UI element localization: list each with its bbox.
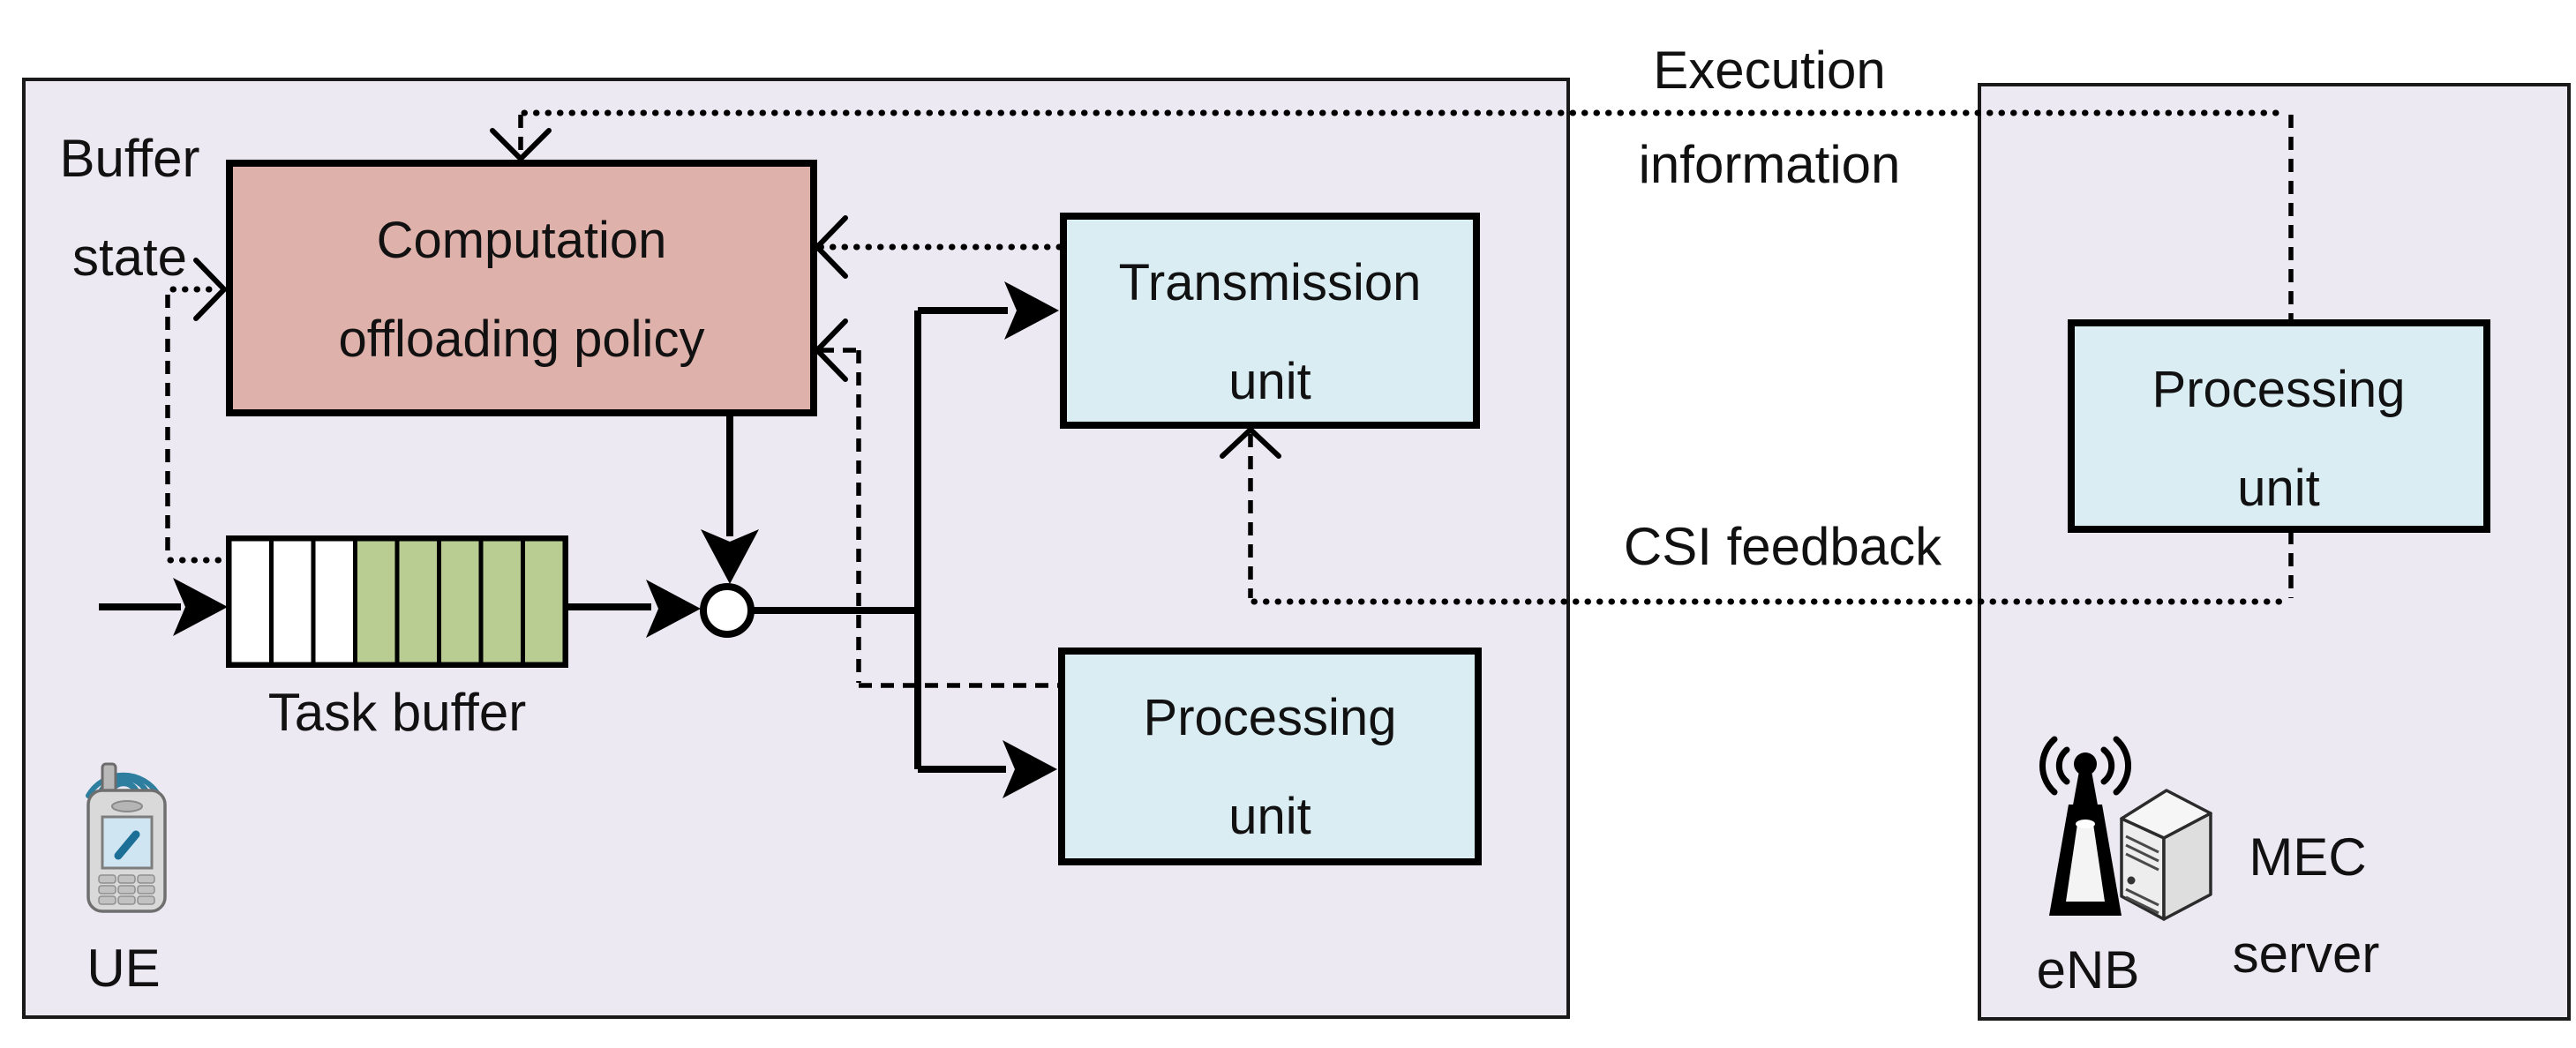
phone-handset-glyph-icon xyxy=(114,830,140,860)
task-buffer-cell xyxy=(227,536,274,667)
task-buffer xyxy=(226,535,568,668)
csi-feedback-label: CSI feedback xyxy=(1624,517,1942,576)
ue-label: UE xyxy=(86,939,160,998)
mec-server-label-line1: MEC xyxy=(2249,827,2366,887)
enb-antenna-icon xyxy=(2039,736,2131,916)
branch-to-processing-arrow-icon xyxy=(1003,740,1057,798)
task-buffer-cell xyxy=(353,536,400,667)
junction-node xyxy=(700,583,755,638)
ue-phone-icon xyxy=(86,762,167,913)
mec-server-label-line2: server xyxy=(2233,924,2380,984)
policy-to-junction-arrow-icon xyxy=(701,529,759,584)
buffer-state-arrow-icon xyxy=(193,258,227,321)
buffer-state-label-line2: state xyxy=(72,228,187,287)
server-vents-top xyxy=(2125,835,2159,872)
ue-processing-label-line2: unit xyxy=(1228,788,1311,845)
enb-cone-highlight xyxy=(2076,820,2095,828)
execution-arrow-icon xyxy=(490,128,552,161)
task-buffer-cell xyxy=(311,536,357,667)
offloading-policy-box xyxy=(226,160,817,416)
task-buffer-cell xyxy=(478,536,525,667)
transmission-label-line1: Transmission xyxy=(1119,254,1422,311)
task-buffer-cell xyxy=(269,536,316,667)
mec-processing-unit-box xyxy=(2068,319,2490,533)
phone-screen xyxy=(101,815,154,870)
enb-signal-arcs-icon xyxy=(2039,736,2131,796)
buffer-out-arrow-icon xyxy=(646,580,701,638)
server-vents-bottom xyxy=(2125,887,2159,915)
server-power-dot xyxy=(2127,876,2136,885)
task-buffer-cell xyxy=(437,536,484,667)
policy-label-line2: offloading policy xyxy=(339,311,705,368)
transmission-label-line2: unit xyxy=(1228,353,1311,410)
execution-info-label-line2: information xyxy=(1639,135,1901,194)
enb-cone-inner xyxy=(2066,824,2105,902)
mec-processing-label-line1: Processing xyxy=(2152,361,2406,418)
task-buffer-cell xyxy=(521,536,567,667)
policy-label-line1: Computation xyxy=(377,212,667,269)
transmission-unit-box xyxy=(1060,213,1480,429)
buffer-state-label-line1: Buffer xyxy=(60,129,200,188)
phone-keypad xyxy=(98,874,155,905)
enb-antenna-tip xyxy=(2074,752,2097,775)
phone-earpiece xyxy=(111,800,143,812)
server-side-face xyxy=(2162,812,2212,921)
mec-processing-label-line2: unit xyxy=(2237,460,2320,517)
execution-info-label-line1: Execution xyxy=(1653,41,1886,100)
mec-server-icon xyxy=(2120,789,2212,921)
branch-to-transmission-arrow-icon xyxy=(1004,281,1059,340)
ue-processing-label-line1: Processing xyxy=(1144,689,1397,746)
task-arrival-arrow-icon xyxy=(173,578,228,636)
enb-mast xyxy=(2072,771,2099,810)
csi-arrow-icon xyxy=(1220,427,1281,459)
enb-label: eNB xyxy=(2037,940,2140,999)
ue-processing-unit-box xyxy=(1058,648,1482,865)
task-buffer-label: Task buffer xyxy=(268,683,526,742)
task-buffer-cell xyxy=(394,536,441,667)
